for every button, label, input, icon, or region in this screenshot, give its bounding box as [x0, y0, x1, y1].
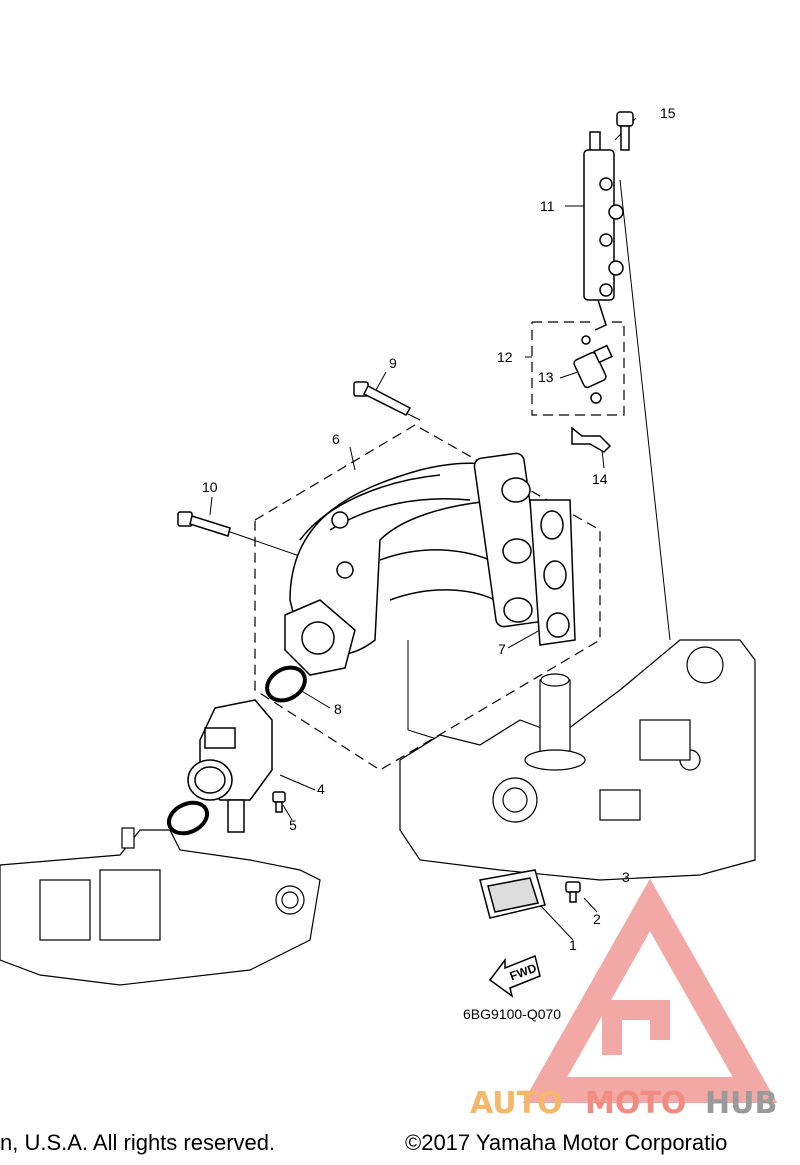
- callout-labels: 15 11 12 13 9 6 10 14 7 8 4 5 3 2 1: [202, 105, 676, 953]
- callout-9: 9: [389, 355, 397, 371]
- assembly-dashed-boundary: [254, 321, 625, 771]
- part-14-clip: [571, 426, 612, 453]
- watermark-hub: HUB: [705, 1086, 777, 1121]
- part-5-bolt: [272, 791, 286, 813]
- watermark-moto: MOTO: [585, 1086, 686, 1121]
- callout-10: 10: [202, 479, 218, 495]
- lower-o-ring: [166, 800, 210, 836]
- callout-15: 15: [660, 105, 676, 121]
- callout-5: 5: [289, 817, 297, 833]
- watermark-logo: [522, 878, 778, 1103]
- callout-1: 1: [569, 937, 577, 953]
- callout-8: 8: [334, 701, 342, 717]
- part-1-filter: [479, 869, 546, 919]
- manifold-flange: [284, 599, 356, 676]
- part-8-o-ring: [265, 665, 307, 703]
- engine-block: [399, 639, 756, 881]
- part-4-throttle-body: [187, 699, 273, 833]
- callout-13: 13: [538, 369, 554, 385]
- part-10-bolt: [177, 511, 231, 537]
- watermark-auto: AUTO: [470, 1086, 563, 1121]
- part-9-bolt: [353, 381, 412, 416]
- callout-2: 2: [593, 911, 601, 927]
- part-6-intake-manifold: [289, 452, 547, 656]
- part-15-bolt: [616, 111, 634, 151]
- callout-6: 6: [332, 431, 340, 447]
- part-2-screw: [565, 881, 581, 903]
- part-13-injector: [573, 335, 613, 404]
- leader-lines: [209, 117, 671, 941]
- watermark-text: AUTO MOTO HUB: [470, 1086, 777, 1121]
- callout-12: 12: [497, 349, 513, 365]
- diagram-code: 6BG9100-Q070: [463, 1006, 561, 1022]
- callout-3: 3: [622, 869, 630, 885]
- watermark-triangle: [522, 878, 778, 1103]
- footer-right-text: ©2017 Yamaha Motor Corporatio: [405, 1130, 727, 1155]
- footer-left-text: n, U.S.A. All rights reserved.: [0, 1130, 275, 1155]
- fwd-arrow: FWD: [488, 954, 541, 998]
- part-11-fuel-rail: [583, 131, 624, 331]
- callout-4: 4: [317, 781, 325, 797]
- engine-block-lower-left: [0, 827, 321, 986]
- callout-11: 11: [540, 198, 555, 214]
- callout-14: 14: [592, 471, 608, 487]
- callout-7: 7: [498, 641, 506, 657]
- watermark-g-mark: [602, 1000, 670, 1055]
- part-7-gasket: [529, 499, 576, 646]
